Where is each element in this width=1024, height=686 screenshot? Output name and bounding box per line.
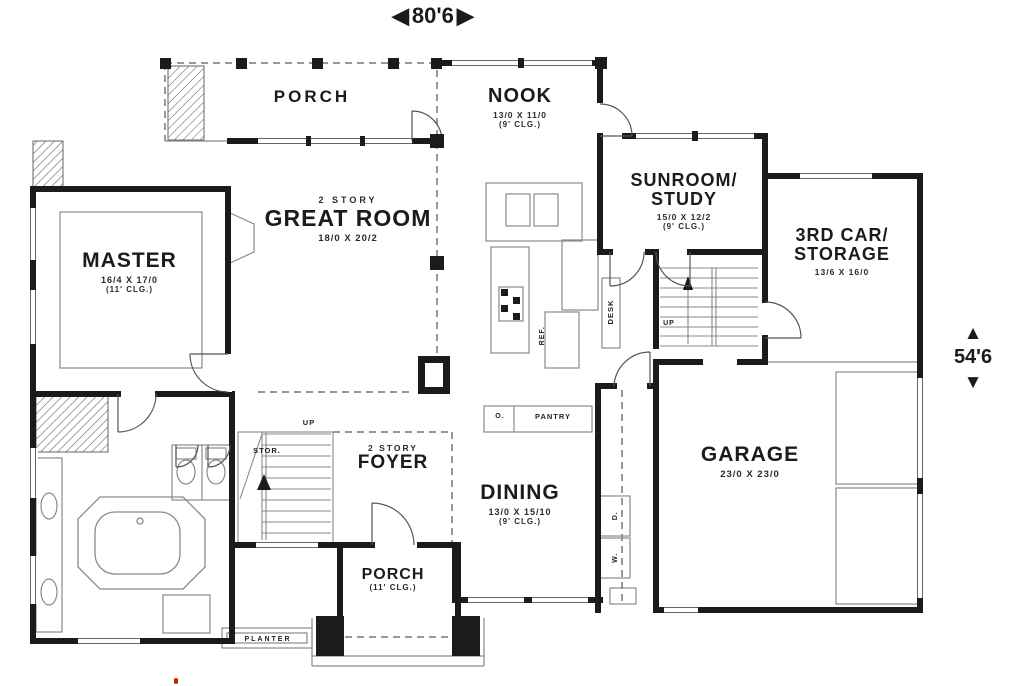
- refrigerator-label: REF.: [539, 326, 547, 346]
- width-dimension-value: 80'6: [411, 3, 454, 28]
- great-room-size: 18/0 X 20/2: [318, 232, 378, 244]
- door-arcs: [117, 103, 802, 546]
- foyer-title: FOYER: [357, 452, 429, 474]
- nook-title: NOOK: [488, 85, 552, 107]
- height-dimension: ▲ 54'6 ▼: [946, 324, 1000, 392]
- up-label-foyer: UP: [302, 418, 316, 427]
- left-arrow-icon: ◀: [392, 3, 409, 28]
- room-label-porch-bottom: PORCH (11' CLG.): [350, 566, 436, 593]
- foyer-story: 2 STORY: [368, 443, 418, 453]
- pantry-label: PANTRY: [535, 412, 571, 421]
- room-label-third-car: 3RD CAR/ STORAGE 13/6 X 16/0: [772, 225, 912, 277]
- dashed-lines: [164, 62, 623, 638]
- red-mark: [174, 678, 178, 684]
- room-label-foyer: 2 STORY FOYER: [345, 443, 441, 474]
- dining-size: 13/0 X 15/10: [488, 506, 552, 517]
- desk-label: DESK: [605, 299, 615, 325]
- sunroom-title-1: SUNROOM/: [630, 170, 738, 190]
- master-ceiling: (11' CLG.): [105, 285, 154, 295]
- porch-bottom-title: PORCH: [361, 566, 425, 583]
- room-label-sunroom: SUNROOM/ STUDY 15/0 X 12/2 (9' CLG.): [610, 170, 758, 232]
- tub: [77, 496, 206, 590]
- garage-size: 23/0 X 23/0: [720, 468, 780, 480]
- room-label-porch-top: PORCH: [252, 87, 372, 106]
- foyer-stairs-arrow: [257, 474, 271, 490]
- room-label-dining: DINING 13/0 X 15/10 (9' CLG.): [455, 481, 585, 527]
- sunroom-ceiling: (9' CLG.): [662, 222, 705, 232]
- height-dimension-value: 54'6: [953, 346, 993, 368]
- column-inner: [425, 363, 443, 387]
- washer-label: W.: [612, 552, 620, 563]
- third-car-size: 13/6 X 16/0: [814, 266, 870, 277]
- master-size: 16/4 X 17/0: [100, 274, 159, 285]
- master-title: MASTER: [82, 249, 177, 272]
- third-car-title-1: 3RD CAR/: [795, 225, 889, 245]
- nook-ceiling: (9' CLG.): [498, 119, 541, 129]
- dining-ceiling: (9' CLG.): [498, 517, 541, 527]
- great-room-title: GREAT ROOM: [264, 204, 432, 231]
- sunroom-title-2: STUDY: [650, 189, 717, 210]
- room-label-master: MASTER 16/4 X 17/0 (11' CLG.): [62, 249, 197, 295]
- width-dimension: ◀ 80'6 ▶: [392, 4, 474, 28]
- dining-title: DINING: [480, 481, 560, 504]
- windows: [28, 58, 925, 646]
- nook-size: 13/0 X 11/0: [492, 109, 547, 120]
- oven-label: O.: [495, 413, 505, 420]
- planter-label: PLANTER: [244, 636, 292, 643]
- cooktop: [501, 289, 520, 320]
- down-arrow-icon: ▼: [963, 371, 983, 393]
- kitchen-stairs: [660, 267, 758, 347]
- walls: [30, 60, 923, 644]
- room-label-great-room: 2 STORY GREAT ROOM 18/0 X 20/2: [258, 195, 438, 244]
- sunroom-size: 15/0 X 12/2: [656, 211, 712, 222]
- kitchen-stairs-arrow: [683, 276, 693, 290]
- room-label-nook: NOOK 13/0 X 11/0 (9' CLG.): [455, 85, 585, 129]
- garage-title: GARAGE: [700, 443, 800, 466]
- great-room-story: 2 STORY: [318, 195, 378, 205]
- master-door-gap: [225, 354, 232, 392]
- posts: [160, 57, 607, 656]
- storage-label: STOR.: [253, 446, 281, 455]
- up-arrow-icon: ▲: [963, 323, 983, 344]
- up-label-kitchen: UP: [663, 320, 675, 327]
- right-arrow-icon: ▶: [456, 3, 474, 28]
- porch-top-title: PORCH: [273, 87, 351, 106]
- dryer-label: D.: [612, 511, 620, 521]
- third-car-title-2: STORAGE: [794, 244, 890, 265]
- thin-details: [35, 140, 919, 667]
- porch-bottom-ceiling: (11' CLG.): [369, 583, 417, 593]
- room-label-garage: GARAGE 23/0 X 23/0: [690, 443, 810, 480]
